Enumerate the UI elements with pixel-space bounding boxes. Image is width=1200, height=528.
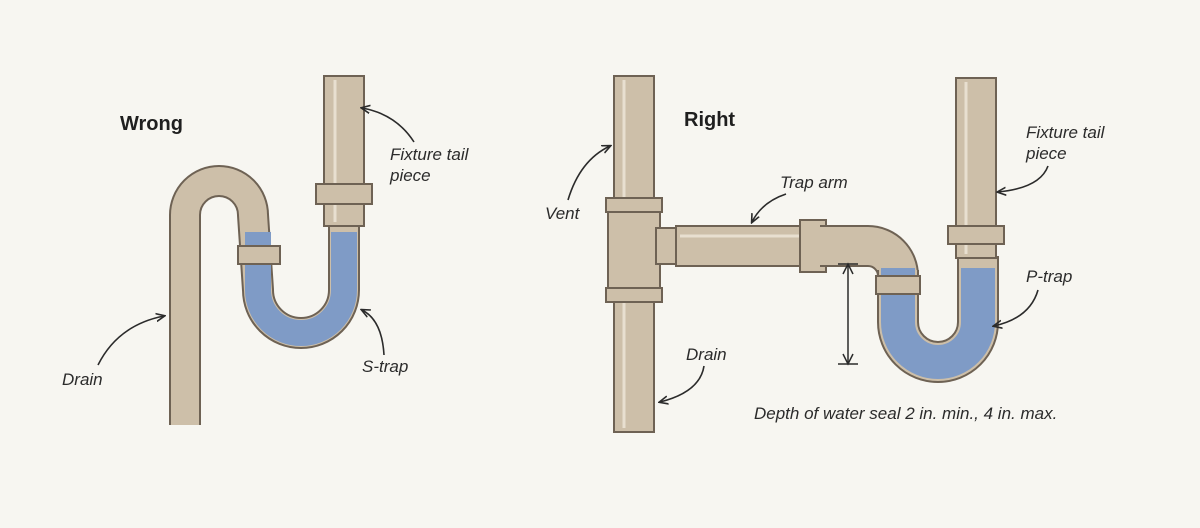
s-trap-water xyxy=(245,232,357,346)
ptrap-label: P-trap xyxy=(1026,267,1072,286)
right-fixture-tail-label-line1: Fixture tail xyxy=(1026,123,1106,142)
right-panel: Right Vent Trap arm Fixture tail piece P… xyxy=(545,75,1106,433)
strap-label: S-trap xyxy=(362,357,408,376)
wrong-fixture-tail-label-line1: Fixture tail xyxy=(390,145,470,164)
right-fixture-tail-label-line2: piece xyxy=(1025,144,1067,163)
water-seal-dimension xyxy=(838,262,858,366)
right-drain-arrow xyxy=(660,365,705,402)
wrong-fixture-tail-arrow xyxy=(362,108,415,143)
water-seal-note: Depth of water seal 2 in. min., 4 in. ma… xyxy=(754,404,1057,423)
p-trap-water xyxy=(881,268,995,379)
trap-arm-label: Trap arm xyxy=(780,173,848,192)
wrong-drain-arrow xyxy=(97,316,164,366)
right-heading: Right xyxy=(684,109,735,131)
right-fixture-tail-arrow xyxy=(998,165,1049,192)
vent-arrow xyxy=(567,146,610,201)
trap-arm-arrow xyxy=(752,193,787,222)
wrong-fixture-tail-label-line2: piece xyxy=(389,166,431,185)
wrong-heading: Wrong xyxy=(120,113,183,135)
wrong-panel: Wrong Fixture tail piece Drain S-trap xyxy=(62,75,470,425)
right-drain-label: Drain xyxy=(686,345,727,364)
vent-label: Vent xyxy=(545,204,581,223)
strap-arrow xyxy=(362,310,385,356)
ptrap-arrow xyxy=(994,289,1039,326)
wrong-drain-label: Drain xyxy=(62,370,103,389)
sanitary-tee xyxy=(607,197,661,303)
trap-joint xyxy=(237,245,281,265)
slip-nut xyxy=(315,183,373,205)
